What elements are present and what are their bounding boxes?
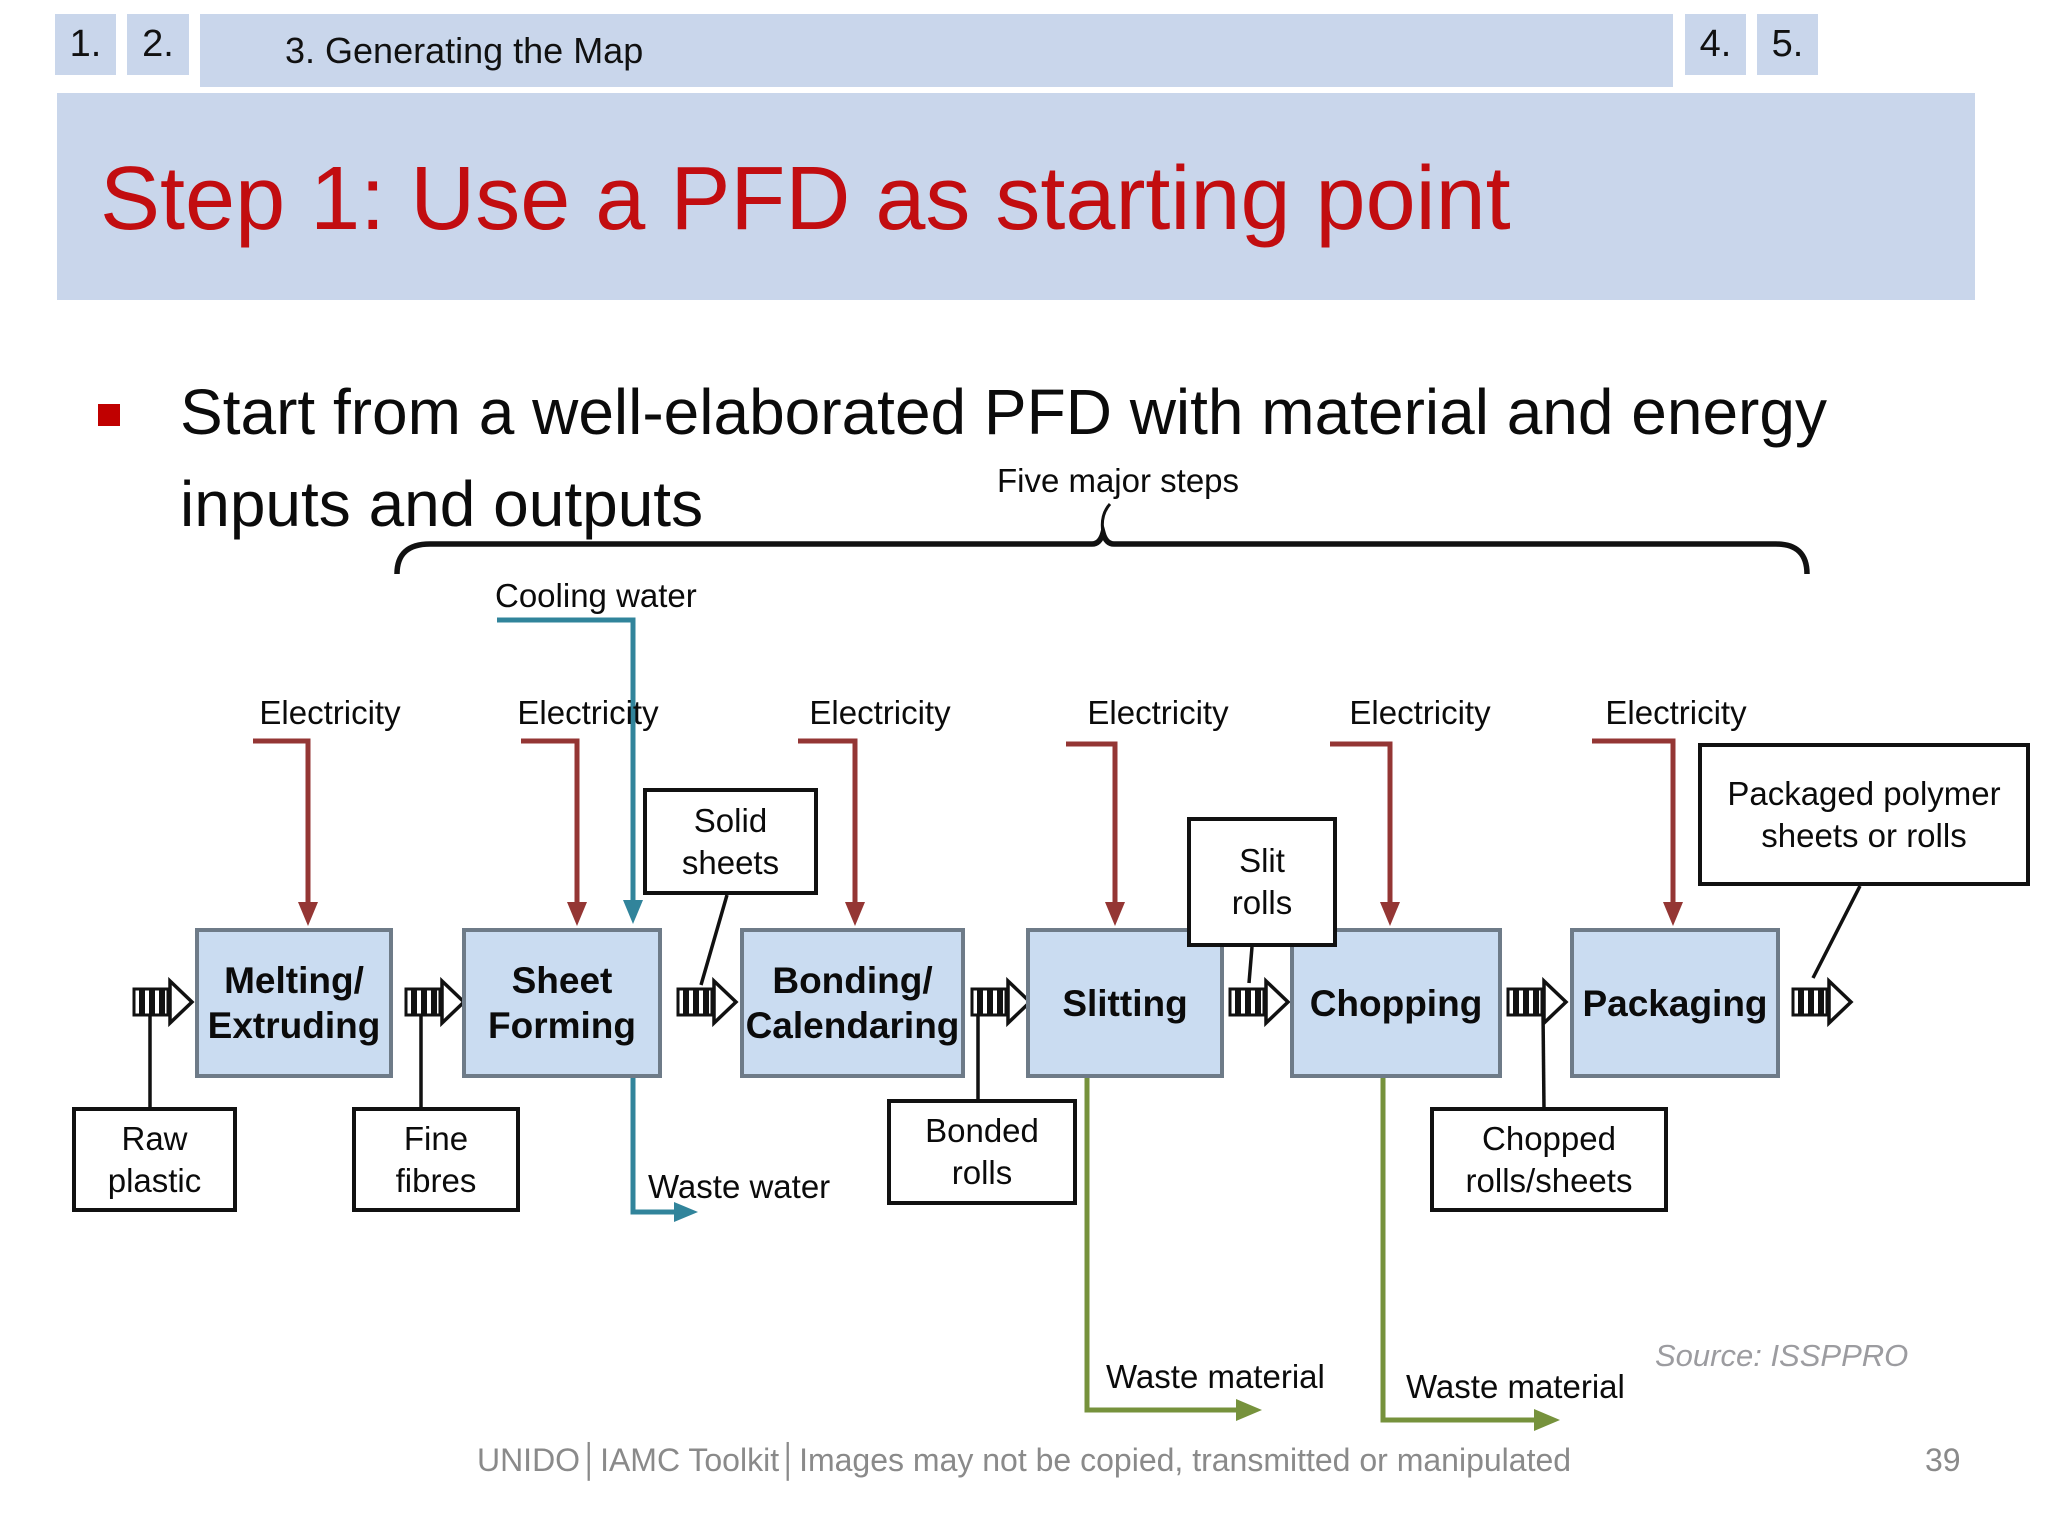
process-step-slitting: Slitting [1026, 928, 1224, 1078]
tab-4[interactable]: 4. [1685, 14, 1746, 75]
cooling-water-label: Cooling water [495, 577, 697, 614]
process-step-label: Bonding/ [772, 960, 933, 1001]
material-label: fibres [395, 1161, 477, 1199]
flow-arrow-icon [1228, 979, 1290, 1025]
process-step-label: Packaging [1582, 982, 1768, 1024]
electricity-label: Electricity [259, 694, 401, 731]
tab-5-label: 5. [1771, 23, 1804, 65]
electricity-arrowheads [298, 902, 1683, 926]
tab-1[interactable]: 1. [55, 14, 116, 75]
tab-2[interactable]: 2. [127, 14, 189, 75]
electricity-arrow [253, 738, 1676, 904]
material-label: Packaged polymer [1727, 774, 2001, 812]
title-banner: Step 1: Use a PFD as starting point [57, 93, 1975, 300]
flow-arrow-icon [404, 979, 466, 1025]
material-label: rolls [951, 1154, 1013, 1191]
waste-material-label: Waste material [1106, 1358, 1325, 1395]
bullet-marker [98, 404, 120, 426]
process-step-packaging: Packaging [1570, 928, 1780, 1078]
flow-arrow-icon [970, 979, 1032, 1025]
process-step-sheet-forming: Sheet Forming [462, 928, 662, 1078]
material-label: Bonded [925, 1112, 1039, 1149]
page-number: 39 [1925, 1442, 1961, 1478]
flow-arrow-icon [1791, 979, 1853, 1025]
material-box-packaged-polymer: Packaged polymer sheets or rolls [1698, 743, 2030, 886]
flow-arrow-icon [676, 979, 738, 1025]
electricity-label: Electricity [1349, 694, 1491, 731]
waste-material-label: Waste material [1406, 1368, 1625, 1405]
flow-arrow-icon [132, 979, 194, 1025]
electricity-label: Electricity [517, 694, 659, 731]
process-step-label: Sheet [511, 960, 613, 1001]
electricity-label: Electricity [809, 694, 951, 731]
material-label: Raw [121, 1119, 188, 1157]
material-label: rolls [1231, 884, 1293, 921]
bullet-text: Start from a well-elaborated PFD with ma… [180, 376, 1827, 540]
material-box-chopped-rolls: Chopped rolls/sheets [1430, 1107, 1668, 1212]
material-box-bonded-rolls: Bonded rolls [887, 1099, 1077, 1205]
process-step-label: Melting/ [224, 960, 364, 1001]
process-step-label: Calendaring [745, 1005, 960, 1046]
material-label: Solid [693, 801, 768, 839]
process-step-label: Extruding [207, 1005, 381, 1046]
material-box-fine-fibres: Fine fibres [352, 1107, 520, 1212]
process-step-label: Chopping [1309, 982, 1483, 1024]
material-box-raw-plastic: Raw plastic [72, 1107, 237, 1212]
process-step-label: Slitting [1062, 982, 1188, 1024]
tab-4-label: 4. [1699, 23, 1732, 65]
footer-credit: UNIDO│IAMC Toolkit│Images may not be cop… [476, 1442, 1572, 1478]
material-box-slit-rolls: Slit rolls [1187, 817, 1337, 947]
material-label: sheets [681, 843, 780, 881]
material-box-solid-sheets: Solid sheets [643, 788, 818, 895]
material-label: plastic [107, 1161, 202, 1199]
tab-5[interactable]: 5. [1757, 14, 1818, 75]
electricity-label: Electricity [1087, 694, 1229, 731]
five-major-steps-label: Five major steps [996, 462, 1240, 499]
process-step-label: Forming [488, 1005, 636, 1046]
tab-3-active[interactable]: 3. Generating the Map [200, 14, 1673, 87]
waste-water-label: Waste water [648, 1168, 831, 1205]
page-title: Step 1: Use a PFD as starting point [100, 149, 1511, 249]
tab-2-label: 2. [142, 23, 174, 65]
material-label: Fine [403, 1119, 469, 1157]
process-step-melting-extruding: Melting/ Extruding [195, 928, 393, 1078]
flow-arrow-icon [1506, 979, 1568, 1025]
source-credit: Source: ISSPPRO [1655, 1338, 1909, 1373]
tab-3-label: 3. Generating the Map [285, 29, 644, 71]
material-label: Slit [1239, 842, 1285, 879]
process-step-chopping: Chopping [1290, 928, 1502, 1078]
electricity-label: Electricity [1605, 694, 1747, 731]
cooling-water-arrow [497, 617, 643, 924]
material-label: sheets or rolls [1761, 816, 1967, 854]
tab-1-label: 1. [69, 23, 102, 65]
process-step-bonding-calendaring: Bonding/ Calendaring [740, 928, 965, 1078]
material-label: rolls/sheets [1465, 1161, 1633, 1199]
material-label: Chopped [1482, 1119, 1616, 1157]
